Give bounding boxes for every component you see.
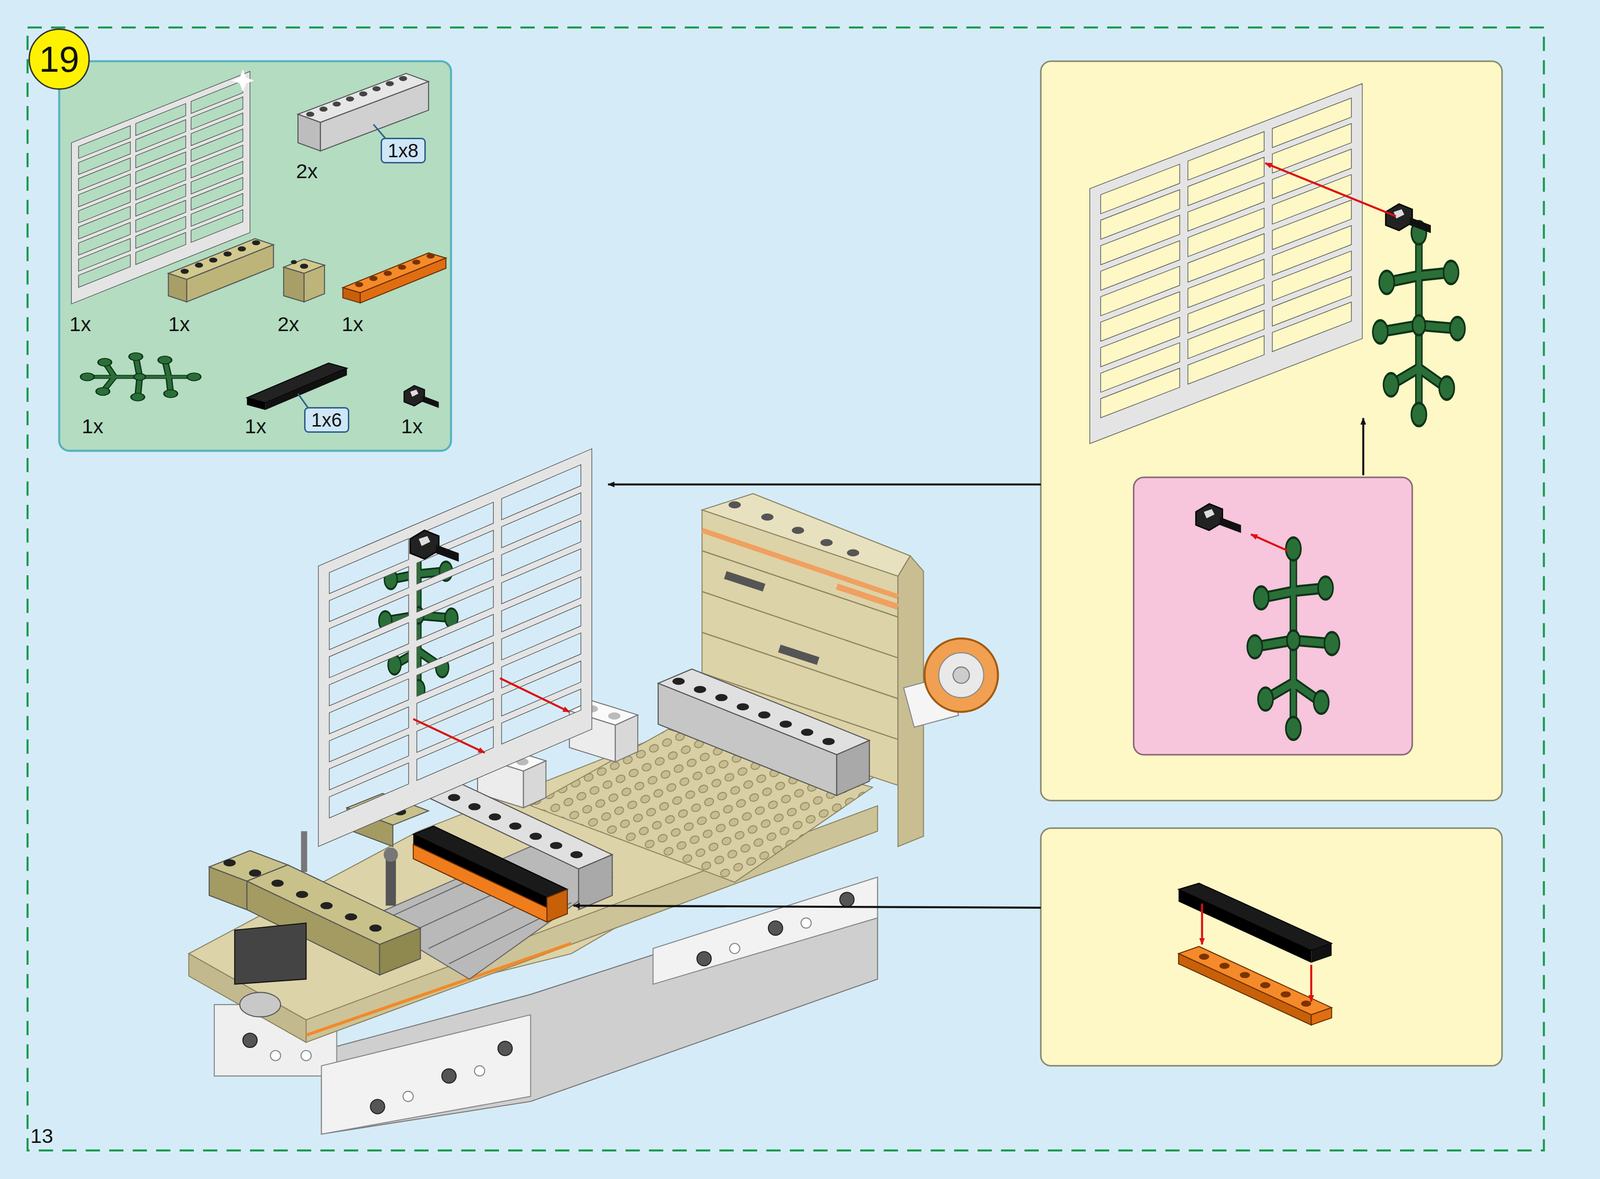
page-number: 13	[30, 1125, 54, 1148]
size-label: 1x6	[311, 409, 343, 431]
part-count: 1x	[69, 313, 91, 336]
size-tag: 1x8	[380, 137, 426, 164]
step-number-text: 19	[38, 39, 80, 80]
parts-panel	[59, 61, 452, 451]
part-count: 1x	[244, 415, 267, 438]
size-tag: 1x6	[304, 407, 350, 433]
size-label: 1x8	[387, 140, 419, 162]
part-count: 1x	[341, 313, 364, 336]
sub-assembly-callout	[608, 61, 1503, 802]
tile-plate-callout	[573, 828, 1503, 1066]
part-count: 1x	[401, 415, 423, 438]
part-count: 1x	[81, 415, 104, 438]
part-count: 1x	[168, 313, 190, 336]
model-assembly	[188, 449, 998, 1135]
part-count: 2x	[277, 313, 299, 336]
step-number: 19	[28, 28, 90, 90]
part-count: 2x	[296, 160, 318, 183]
